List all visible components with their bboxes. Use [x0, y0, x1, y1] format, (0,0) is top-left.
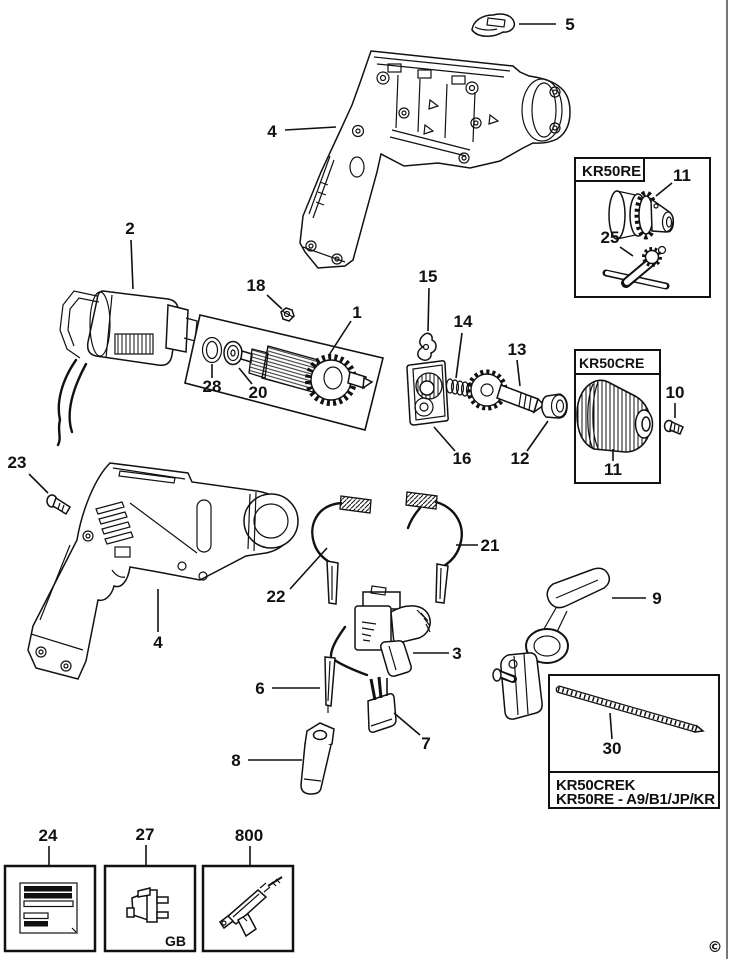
callout-12: 12 — [511, 449, 530, 468]
callout-18: 18 — [247, 276, 266, 295]
bushing-drawing — [541, 393, 568, 419]
callout-1: 1 — [352, 303, 361, 322]
switch-drawing — [354, 585, 431, 677]
side-handle-drawing — [492, 567, 611, 720]
field-coil-drawing — [56, 290, 198, 447]
keyless-chuck-drawing — [576, 379, 654, 453]
callout-7: 7 — [421, 734, 430, 753]
callout-13: 13 — [508, 340, 527, 359]
kit-model-line2: KR50RE - A9/B1/JP/KR — [556, 791, 715, 808]
callout-3: 3 — [452, 644, 461, 663]
keyed-chuck-drawing — [608, 190, 675, 240]
callout-11-keyed: 11 — [673, 166, 691, 185]
callout-10: 10 — [666, 383, 685, 402]
brush-lead-21-drawing — [405, 491, 463, 604]
callout-14: 14 — [454, 312, 473, 331]
kr50re-inset-box: KR50RE — [574, 157, 711, 298]
brush-cap-drawing — [471, 13, 516, 37]
gear-spindle-drawing — [466, 369, 546, 414]
suppressor-drawing — [367, 676, 397, 733]
kit-inset-box: KR50CREK KR50RE - A9/B1/JP/KR — [548, 674, 720, 809]
callout-15: 15 — [419, 267, 438, 286]
plug-standard-label: GB — [165, 933, 186, 949]
tool-inset-box — [201, 864, 295, 953]
kr50cre-inset-box: KR50CRE — [574, 349, 661, 484]
callout-5: 5 — [565, 15, 574, 34]
gear-plate-drawing — [406, 360, 449, 426]
nut-drawing — [280, 307, 295, 322]
lever-drawing — [417, 332, 437, 361]
callout-27: 27 — [136, 825, 155, 844]
callout-20: 20 — [249, 383, 268, 402]
bearing-20-drawing — [223, 340, 243, 366]
callout-16: 16 — [453, 449, 472, 468]
washer-28-drawing — [201, 336, 223, 364]
nameplate-inset-box — [3, 864, 97, 953]
callout-9: 9 — [652, 589, 661, 608]
armature-box-drawing — [184, 314, 384, 431]
callout-25: 25 — [601, 228, 620, 247]
plug-inset-box: GB — [103, 864, 197, 953]
callout-22: 22 — [267, 587, 286, 606]
callout-2: 2 — [125, 219, 134, 238]
kit-model-line1: KR50CREK — [556, 777, 636, 794]
lead-wire-6-drawing — [324, 625, 369, 713]
uk-plug-icon — [126, 887, 169, 923]
callout-6: 6 — [255, 679, 264, 698]
upper-housing-drawing — [299, 50, 571, 269]
callout-21: 21 — [481, 536, 500, 555]
callout-4-lower: 4 — [153, 633, 163, 652]
callout-4-upper: 4 — [267, 122, 277, 141]
kr50cre-title: KR50CRE — [579, 355, 644, 371]
brush-lead-22-drawing — [311, 495, 372, 605]
spring-drawing — [445, 378, 475, 398]
part-number-callouts: 5 4 11 25 2 18 1 28 20 15 14 13 16 12 11… — [8, 15, 691, 845]
callout-24: 24 — [39, 826, 58, 845]
callout-30: 30 — [603, 739, 622, 758]
callout-28: 28 — [203, 377, 222, 396]
drill-icon — [218, 876, 283, 938]
cord-protector-drawing — [300, 722, 335, 795]
screw-23-drawing — [46, 494, 72, 516]
depth-rod-drawing — [555, 685, 705, 733]
kr50re-title: KR50RE — [582, 163, 641, 180]
copyright-symbol: © — [708, 938, 723, 956]
screw-10-drawing — [663, 419, 684, 435]
chuck-key-drawing — [602, 245, 670, 290]
lower-housing-drawing — [27, 462, 299, 680]
leader-lines — [28, 23, 676, 865]
callout-8: 8 — [231, 751, 240, 770]
callout-11-keyless: 11 — [604, 460, 622, 479]
callout-800: 800 — [235, 826, 263, 845]
callout-23: 23 — [8, 453, 27, 472]
